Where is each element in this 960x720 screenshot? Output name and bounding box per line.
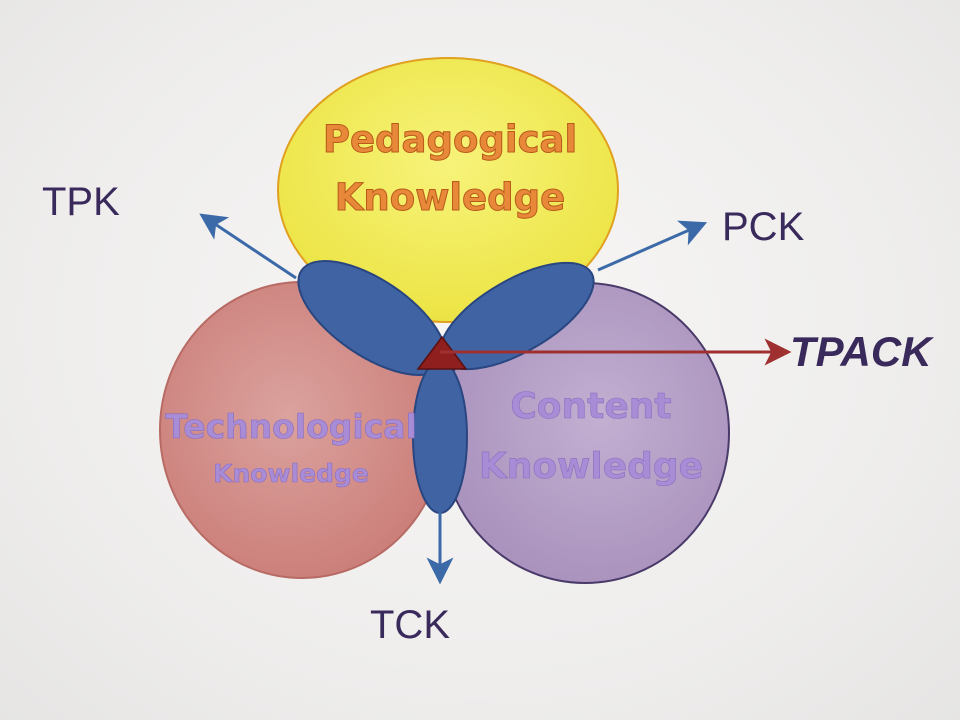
tpk-label: TPK — [42, 180, 120, 224]
content-label-line1: Content — [510, 386, 671, 427]
content-label-line2: Knowledge — [479, 446, 703, 487]
pedagogical-label-line2: Knowledge — [335, 176, 565, 219]
tck-intersection — [412, 360, 468, 514]
pck-label: PCK — [722, 205, 805, 249]
pedagogical-knowledge-circle — [277, 57, 619, 323]
tpack-label: TPACK — [790, 328, 934, 375]
pck-arrow — [597, 220, 708, 272]
technological-label-line2: Knowledge — [213, 459, 369, 488]
pedagogical-label-line1: Pedagogical — [323, 118, 577, 161]
tck-label: TCK — [370, 603, 450, 647]
tpk-arrow — [199, 213, 297, 280]
technological-label-line1: Technological — [165, 407, 417, 446]
